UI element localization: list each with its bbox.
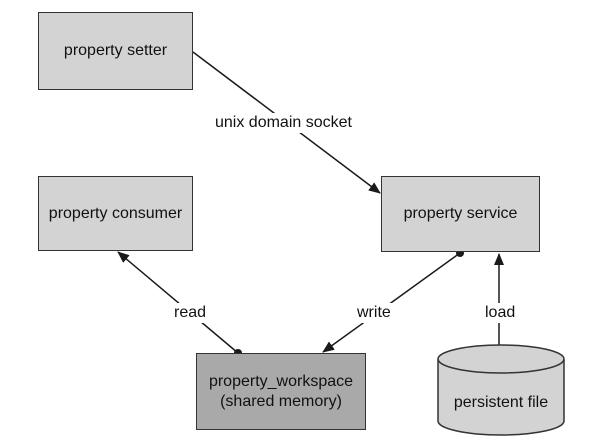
persistent-file-cylinder <box>437 344 565 436</box>
edge-write-label: write <box>354 303 394 323</box>
node-property-consumer: property consumer <box>38 176 193 251</box>
edge-read <box>117 251 239 354</box>
node-property-workspace: property_workspace (shared memory) <box>196 353 366 430</box>
edge-socket-label: unix domain socket <box>212 113 355 133</box>
node-workspace-label-line1: property_workspace <box>208 372 354 390</box>
node-property-setter-label: property setter <box>63 42 168 59</box>
node-workspace-label-line2: (shared memory) <box>220 392 342 410</box>
edge-write <box>322 252 461 353</box>
edge-load-label: load <box>482 303 519 323</box>
node-property-service: property service <box>381 176 540 252</box>
node-property-setter: property setter <box>38 12 193 90</box>
node-persistent-file-label: persistent file <box>453 394 549 411</box>
edge-read-label: read <box>171 303 210 323</box>
node-property-consumer-label: property consumer <box>48 204 183 222</box>
node-property-service-label: property service <box>403 205 518 222</box>
